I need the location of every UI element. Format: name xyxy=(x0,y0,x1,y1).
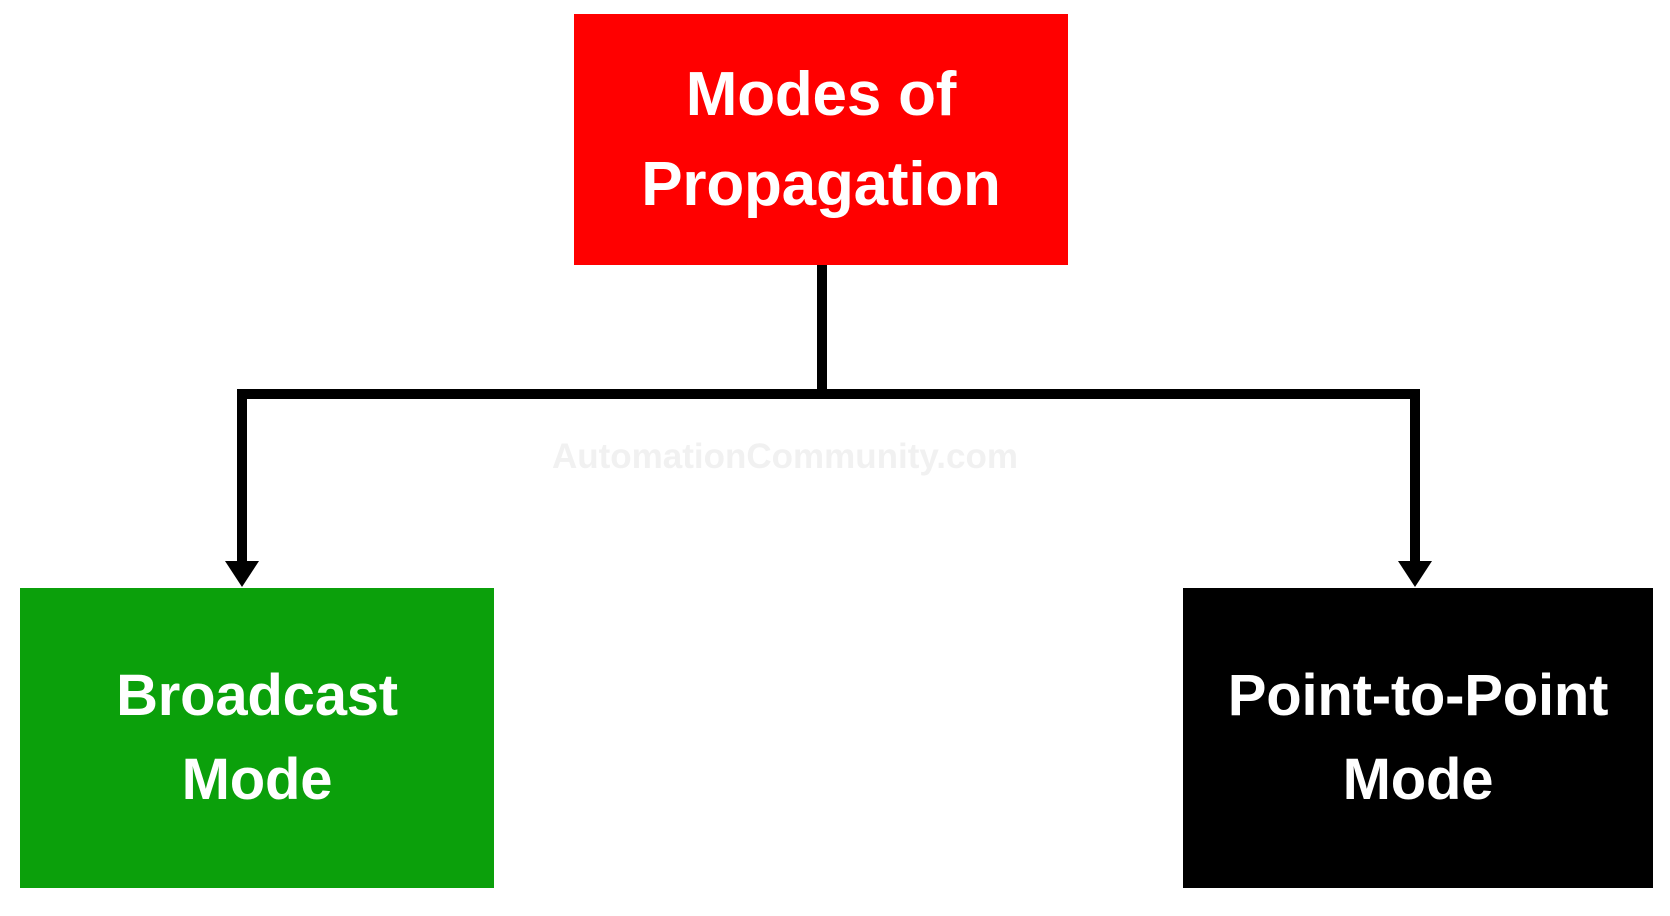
edge-horizontal-bar xyxy=(237,389,1420,399)
edge-left-drop xyxy=(237,389,247,564)
node-broadcast-mode[interactable]: Broadcast Mode xyxy=(20,588,494,888)
edge-left-arrowhead xyxy=(225,561,259,587)
node-broadcast-label: Broadcast Mode xyxy=(116,662,398,812)
node-root-label: Modes of Propagation xyxy=(641,59,1001,219)
edge-right-drop xyxy=(1410,389,1420,564)
node-point-to-point-label: Point-to-Point Mode xyxy=(1227,662,1609,812)
edge-right-arrowhead xyxy=(1398,561,1432,587)
node-point-to-point-mode[interactable]: Point-to-Point Mode xyxy=(1183,588,1653,888)
node-modes-of-propagation[interactable]: Modes of Propagation xyxy=(574,14,1068,265)
edge-root-stem xyxy=(817,263,827,396)
